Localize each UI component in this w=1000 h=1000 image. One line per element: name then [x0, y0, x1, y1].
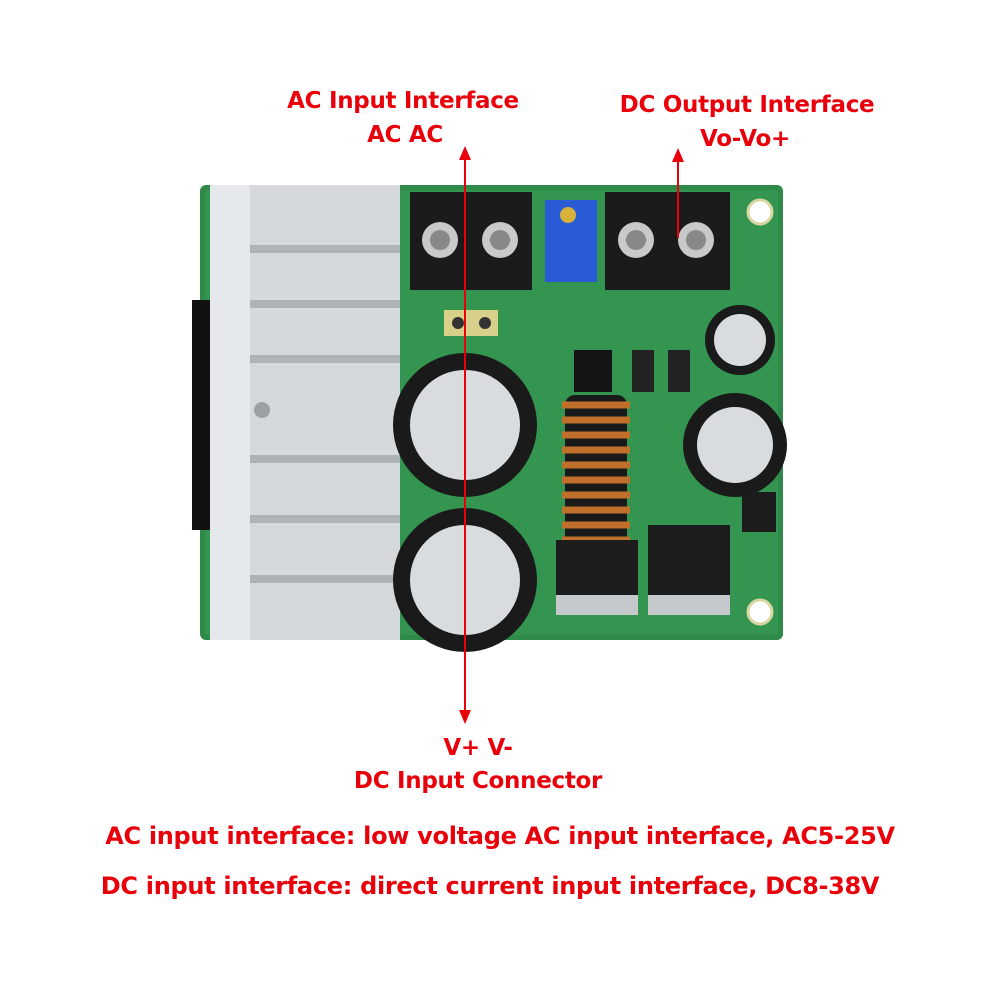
capacitor-small	[683, 305, 787, 497]
dc-input-note: DC input interface: direct current input…	[100, 872, 880, 900]
ac-input-pins: AC AC	[367, 122, 443, 148]
heatsink	[192, 185, 400, 640]
dc-input-pins: V+ V-	[443, 735, 513, 761]
dc-output-pins: Vo-Vo+	[699, 126, 791, 152]
shunt-resistor	[632, 350, 654, 392]
diode	[742, 492, 776, 532]
mosfet-transistor	[556, 525, 730, 615]
dc-output-terminal-block	[605, 192, 730, 290]
dc-output-arrow	[672, 148, 684, 238]
shunt-resistor	[668, 350, 690, 392]
ac-input-title: AC Input Interface	[287, 88, 519, 114]
ic-chip	[574, 350, 612, 392]
mount-hole	[746, 198, 774, 226]
dc-output-title: DC Output Interface	[619, 92, 875, 118]
mount-hole	[746, 598, 774, 626]
ac-dc-input-arrow	[459, 146, 471, 724]
ac-terminal-block	[410, 192, 532, 290]
dc-input-title: DC Input Connector	[353, 768, 603, 794]
ac-input-note: AC input interface: low voltage AC input…	[105, 822, 895, 850]
